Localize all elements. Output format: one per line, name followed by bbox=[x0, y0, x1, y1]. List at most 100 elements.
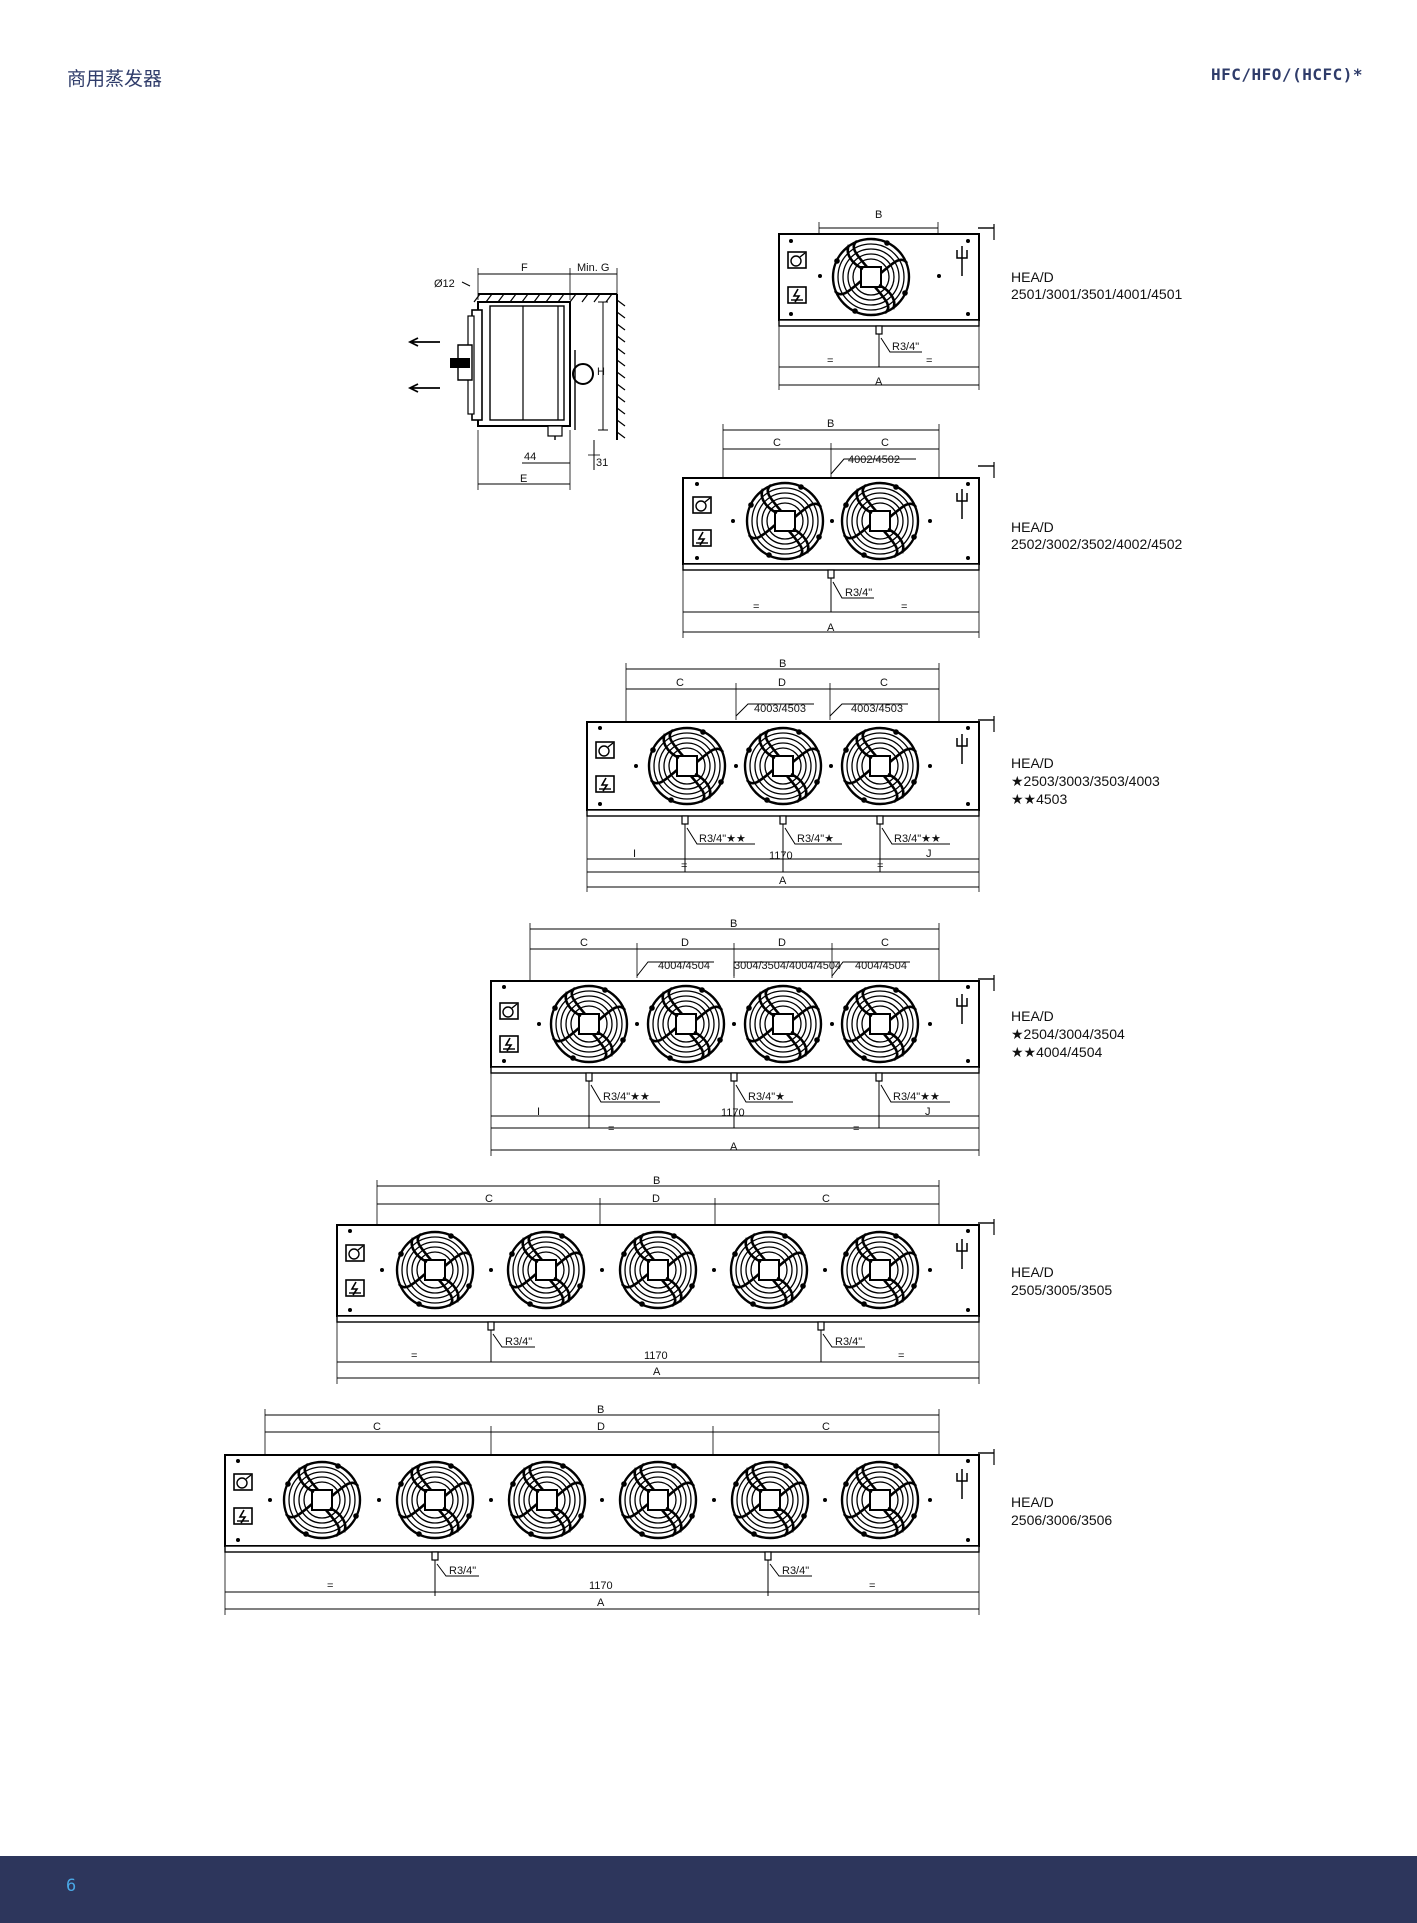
unit-1-b-label: B bbox=[875, 209, 882, 221]
evaporator-unit-5: B C D C R3/4" R3/4" = bbox=[336, 1175, 1112, 1384]
unit-3-eq-left: = bbox=[681, 860, 687, 872]
electric-symbol-icon bbox=[787, 286, 807, 304]
unit-6-eq-left: = bbox=[327, 1580, 333, 1592]
unit-3-c-right: C bbox=[880, 677, 888, 689]
unit-5-c-right: C bbox=[822, 1193, 830, 1205]
unit-6-d-label: D bbox=[597, 1421, 605, 1433]
side-view-e-label: E bbox=[520, 473, 527, 485]
unit-6-c-left: C bbox=[373, 1421, 381, 1433]
unit-5-b-label: B bbox=[653, 1175, 660, 1187]
unit-2-eq-left: = bbox=[753, 601, 759, 613]
unit-3-1170-label: 1170 bbox=[769, 850, 793, 862]
unit-2-drain-label: R3/4" bbox=[845, 587, 872, 599]
electric-symbol-icon bbox=[345, 1279, 365, 1297]
unit-5-variant-1: 2505/3005/3505 bbox=[1011, 1282, 1112, 1298]
technical-drawings: Ø12 F Min. G H 44 31 E B R3/4" = = A bbox=[224, 209, 1182, 1615]
unit-6-drain-label-2: R3/4" bbox=[782, 1565, 809, 1577]
unit-5-drain-label-1: R3/4" bbox=[505, 1336, 532, 1348]
unit-2-a-label: A bbox=[827, 622, 835, 634]
unit-3-model: HEA/D bbox=[1011, 755, 1054, 771]
fan-symbol-icon bbox=[233, 1473, 253, 1491]
unit-1-a-label: A bbox=[875, 376, 883, 388]
unit-5-d-label: D bbox=[652, 1193, 660, 1205]
electric-symbol-icon bbox=[233, 1507, 253, 1525]
unit-5-1170-label: 1170 bbox=[644, 1350, 668, 1362]
unit-2-support-label: 4002/4502 bbox=[848, 454, 900, 466]
unit-6-b-label: B bbox=[597, 1404, 604, 1416]
unit-3-a-label: A bbox=[779, 875, 787, 887]
page-footer: 6 bbox=[0, 1856, 1417, 1923]
unit-4-support-label-3: 4004/4504 bbox=[855, 960, 907, 972]
evaporator-unit-1: B R3/4" = = A HEA/D 2501/3001/3501/4001/… bbox=[778, 209, 1182, 390]
unit-3-support-label-1: 4003/4503 bbox=[754, 703, 806, 715]
electric-symbol-icon bbox=[595, 775, 615, 793]
unit-6-drain-label-1: R3/4" bbox=[449, 1565, 476, 1577]
fan-symbol-icon bbox=[595, 741, 615, 759]
unit-4-j-label: J bbox=[925, 1106, 931, 1118]
evaporator-unit-4: B C D D C 4004/4504 3004/3504/4004/4504 … bbox=[490, 918, 1125, 1156]
refrigerant-types: HFC/HFO/(HCFC)* bbox=[1211, 65, 1363, 84]
unit-4-variant-1: ★2504/3004/3504 bbox=[1011, 1026, 1125, 1042]
unit-4-variant-2: ★★4004/4504 bbox=[1011, 1044, 1102, 1060]
unit-6-a-label: A bbox=[597, 1597, 605, 1609]
unit-1-eq-right: = bbox=[926, 355, 932, 367]
unit-6-1170-label: 1170 bbox=[589, 1580, 613, 1592]
evaporator-unit-2: B C C 4002/4502 R3/4" = = A HEA/D 2502/ bbox=[682, 418, 1182, 638]
side-view-drawing: Ø12 F Min. G H 44 31 E bbox=[407, 262, 626, 490]
side-view-31-label: 31 bbox=[596, 457, 608, 469]
unit-3-b-label: B bbox=[779, 658, 786, 670]
unit-4-d-right: D bbox=[778, 937, 786, 949]
unit-3-eq-right: = bbox=[877, 860, 883, 872]
unit-4-i-label: I bbox=[537, 1106, 540, 1118]
unit-3-variant-1: ★2503/3003/3503/4003 bbox=[1011, 773, 1160, 789]
unit-6-model: HEA/D bbox=[1011, 1494, 1054, 1510]
side-view-diameter-label: Ø12 bbox=[434, 278, 455, 290]
unit-4-1170-label: 1170 bbox=[721, 1107, 745, 1119]
unit-4-support-label-1: 4004/4504 bbox=[658, 960, 710, 972]
unit-1-variant-1: 2501/3001/3501/4001/4501 bbox=[1011, 286, 1182, 302]
unit-4-support-label-2: 3004/3504/4004/4504 bbox=[734, 960, 841, 972]
unit-4-b-label: B bbox=[730, 918, 737, 930]
unit-6-eq-right: = bbox=[869, 1580, 875, 1592]
unit-2-variant-1: 2502/3002/3502/4002/4502 bbox=[1011, 536, 1182, 552]
unit-5-drain-label-2: R3/4" bbox=[835, 1336, 862, 1348]
unit-3-variant-2: ★★4503 bbox=[1011, 791, 1067, 807]
side-view-f-label: F bbox=[521, 262, 528, 274]
fan-symbol-icon bbox=[787, 251, 807, 269]
unit-2-eq-right: = bbox=[901, 601, 907, 613]
unit-3-c-left: C bbox=[676, 677, 684, 689]
unit-4-drain-label-3: R3/4"★★ bbox=[893, 1091, 940, 1103]
electric-symbol-icon bbox=[499, 1035, 519, 1053]
unit-3-i-label: I bbox=[633, 848, 636, 860]
unit-2-b-label: B bbox=[827, 418, 834, 430]
unit-3-drain-label-2: R3/4"★ bbox=[797, 833, 834, 845]
unit-4-model: HEA/D bbox=[1011, 1008, 1054, 1024]
unit-4-c-right: C bbox=[881, 937, 889, 949]
evaporator-unit-6: B C D C R3/4" R3/4" = bbox=[224, 1404, 1112, 1615]
unit-3-j-label: J bbox=[926, 848, 932, 860]
unit-5-c-left: C bbox=[485, 1193, 493, 1205]
unit-3-d-label: D bbox=[778, 677, 786, 689]
unit-1-model: HEA/D bbox=[1011, 269, 1054, 285]
side-view-min-g-label: Min. G bbox=[577, 262, 609, 274]
evaporator-unit-3: B C D C 4003/4503 4003/4503 R3/ bbox=[586, 658, 1160, 892]
unit-2-c-right: C bbox=[881, 437, 889, 449]
unit-5-eq-left: = bbox=[411, 1350, 417, 1362]
page-header-title: 商用蒸发器 bbox=[67, 68, 163, 90]
unit-4-drain-label-1: R3/4"★★ bbox=[603, 1091, 650, 1103]
side-view-44-label: 44 bbox=[524, 451, 536, 463]
page-number: 6 bbox=[66, 1876, 77, 1896]
unit-1-eq-left: = bbox=[827, 355, 833, 367]
unit-3-drain-label-3: R3/4"★★ bbox=[894, 833, 941, 845]
unit-2-model: HEA/D bbox=[1011, 519, 1054, 535]
unit-4-eq-left: = bbox=[608, 1123, 614, 1135]
unit-4-c-left: C bbox=[580, 937, 588, 949]
side-view-h-label: H bbox=[597, 366, 605, 378]
unit-3-support-label-2: 4003/4503 bbox=[851, 703, 903, 715]
unit-5-model: HEA/D bbox=[1011, 1264, 1054, 1280]
unit-1-drain-label: R3/4" bbox=[892, 341, 919, 353]
unit-4-eq-right: = bbox=[853, 1123, 859, 1135]
unit-2-c-left: C bbox=[773, 437, 781, 449]
unit-5-a-label: A bbox=[653, 1366, 661, 1378]
unit-6-c-right: C bbox=[822, 1421, 830, 1433]
